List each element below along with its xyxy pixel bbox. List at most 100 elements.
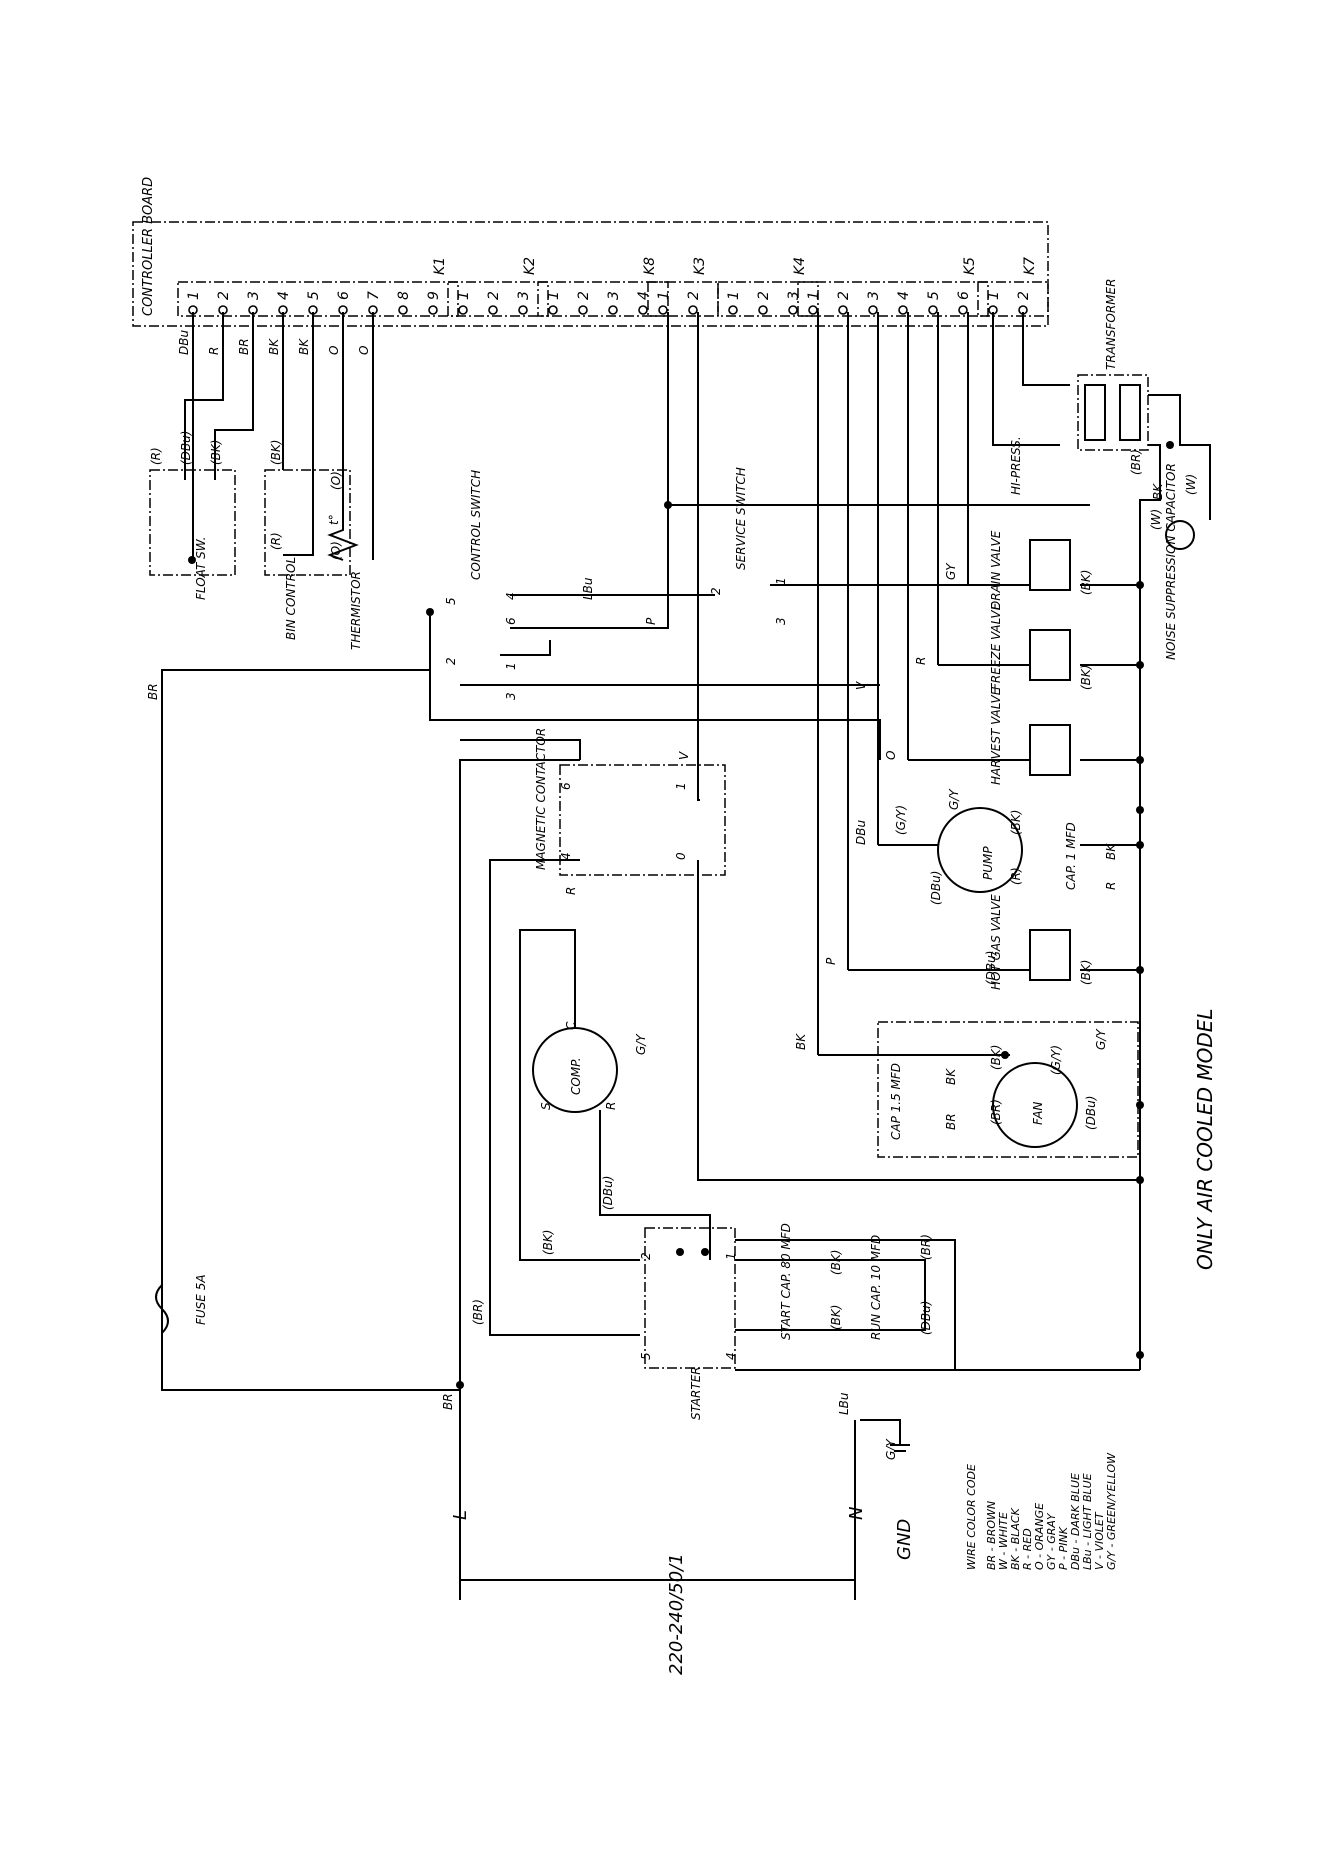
wire-label-gy: GY <box>944 562 958 580</box>
connector-pin <box>728 305 738 315</box>
connector-pin-number: 2 <box>216 291 232 300</box>
transformer-primary <box>1084 384 1106 441</box>
connector-pin <box>518 305 528 315</box>
freeze-valve-label: FREEZE VALVE <box>989 602 1003 690</box>
supply-neutral: N <box>846 1507 867 1520</box>
connector-pin <box>928 305 938 315</box>
supply-voltage: 220-240/50/1 <box>666 1553 687 1675</box>
connector-label-k2: K2 <box>522 257 538 275</box>
connector-pin-number: 2 <box>686 291 702 300</box>
connector-pin <box>868 305 878 315</box>
wire-label-br5: BR <box>944 1113 958 1130</box>
wire-label-pgy: (G/Y) <box>894 805 908 835</box>
thermistor-label: THERMISTOR <box>349 571 363 650</box>
ctrl-switch-5: 5 <box>444 597 458 605</box>
control-switch-label: CONTROL SWITCH <box>469 470 483 580</box>
comp-terminal-s: S <box>539 1102 553 1110</box>
wire-label-pbk7: (BK) <box>989 1045 1003 1070</box>
connector-label-k8: K8 <box>642 257 658 275</box>
legend-entry: P - PINK <box>1057 1526 1070 1570</box>
pump-symbol <box>937 807 1023 893</box>
service-switch-label: SERVICE SWITCH <box>734 467 748 570</box>
connector-pin <box>808 305 818 315</box>
connector-pin-number: 1 <box>186 291 202 300</box>
connector-k7 <box>977 281 1049 317</box>
wire-label-pbr: (BR) <box>1129 449 1143 475</box>
wire-label-r4: R <box>1104 882 1118 890</box>
connector-pin-number: 7 <box>366 291 382 300</box>
connector-k4 <box>717 281 819 317</box>
harvest-valve-label: HARVEST VALVE <box>989 687 1003 785</box>
wire-label-p2: P <box>824 957 838 965</box>
supply-ground: GND <box>894 1519 915 1560</box>
power-supply: 220-240/50/1 L N GND <box>450 1507 915 1675</box>
start-cap-label: START CAP. 80 MFD <box>779 1223 793 1340</box>
component-symbols <box>155 384 1195 1452</box>
wire-label-v2: V <box>677 751 691 760</box>
wire-label-r: R <box>207 347 221 355</box>
svc-switch-3: 3 <box>774 617 788 625</box>
harvest-valve-symbol <box>1029 724 1071 776</box>
mag-contactor-6: 6 <box>559 782 573 790</box>
wire-label-pr2: (R) <box>269 532 283 550</box>
ctrl-switch-2: 2 <box>444 657 458 665</box>
freeze-valve-symbol <box>1029 629 1071 681</box>
wire-label-pr: (R) <box>149 447 163 465</box>
wire-label-bk5: BK <box>944 1068 958 1085</box>
connector-k2 <box>447 281 549 317</box>
connector-pin-number: 4 <box>276 291 292 300</box>
transformer-secondary <box>1119 384 1141 441</box>
wire-label-o2: O <box>357 346 371 355</box>
wire-label-po2: (O) <box>329 541 343 560</box>
ctrl-switch-1: 1 <box>504 662 518 670</box>
wire-label-gy-slash3: G/Y <box>1094 1028 1108 1050</box>
wire-label-o3: O <box>884 751 898 760</box>
wire-label-bk4: BK <box>1151 483 1165 500</box>
fan-symbol <box>992 1062 1078 1148</box>
svc-switch-1: 1 <box>774 577 788 585</box>
ctrl-switch-6: 6 <box>504 617 518 625</box>
wire-label-pbk4: (BK) <box>1079 570 1093 595</box>
connector-pin-number: 5 <box>926 291 942 300</box>
wire-label-v: V <box>854 681 868 690</box>
transformer-label: TRANSFORMER <box>1104 279 1118 370</box>
wire-label-pdbu: (DBu) <box>179 431 193 465</box>
connector-pin-number: 1 <box>546 291 562 300</box>
connector-k5 <box>797 281 989 317</box>
connector-pin <box>688 305 698 315</box>
wire-label-pr3: (R) <box>1009 867 1023 885</box>
wire-label-dbu: DBu <box>177 330 191 355</box>
wire-label-br3: BR <box>441 1393 455 1410</box>
connector-k1 <box>177 281 459 317</box>
wire-label-o: O <box>327 346 341 355</box>
wire-label-pbr4: (BR) <box>919 1234 933 1260</box>
air-cooled-note: ONLY AIR COOLED MODEL <box>1193 1008 1217 1270</box>
wire-label-r2: R <box>914 657 928 665</box>
connector-pin-number: 2 <box>756 291 772 300</box>
connector-pin-number: 5 <box>306 291 322 300</box>
wire-label-pbk10: (BK) <box>829 1305 843 1330</box>
drain-valve-symbol <box>1029 539 1071 591</box>
connector-pin <box>428 305 438 315</box>
legend-title: WIRE COLOR CODE <box>965 1464 978 1570</box>
wire-label-pbk6: (BK) <box>1079 960 1093 985</box>
comp-terminal-c: C <box>564 1021 578 1030</box>
connector-pin-number: 1 <box>656 291 672 300</box>
mag-contactor-0: 0 <box>674 852 688 860</box>
wire-label-gy-slash: G/Y <box>947 788 961 810</box>
connector-pin-number: 2 <box>1016 291 1032 300</box>
wire-label-pdbu2: (DBu) <box>929 871 943 905</box>
starter-5: 5 <box>639 1352 653 1360</box>
connector-label-k7: K7 <box>1022 257 1038 275</box>
magnetic-contactor-label: MAGNETIC CONTACTOR <box>534 728 548 870</box>
wire-label-gy-slash4: G/Y <box>884 1438 898 1460</box>
connector-pin-number: 3 <box>246 291 262 300</box>
wire-label-r3: R <box>564 887 578 895</box>
wires <box>149 312 1211 1580</box>
connector-pin-number: 3 <box>516 291 532 300</box>
legend-entry: DBu - DARK BLUE <box>1069 1473 1082 1570</box>
wire-label-dbu2: DBu <box>854 820 868 845</box>
